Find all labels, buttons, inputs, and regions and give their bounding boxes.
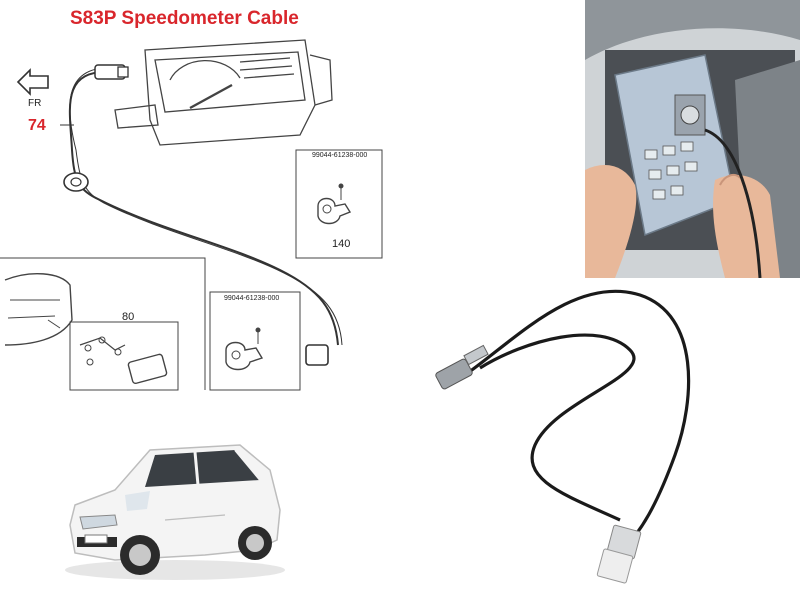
clip-detail-box-lower — [209, 291, 301, 391]
part-number-cable: 74 — [28, 117, 46, 134]
speedometer-cable-icon — [435, 289, 691, 584]
part-number-harness: 80 — [122, 311, 135, 323]
hatchback-car-icon — [65, 444, 285, 580]
speedometer-cable-drawing — [60, 64, 343, 366]
diagram-title: S83P Speedometer Cable — [70, 8, 299, 29]
cable-connector-top — [435, 344, 489, 390]
clip-detail-box — [295, 149, 383, 259]
install-photo — [585, 0, 800, 278]
car-photo — [55, 425, 295, 585]
part-code-clip-lower: 99044-61238-000 — [224, 295, 280, 302]
cable-connector-bottom — [596, 524, 642, 584]
fr-label: FR — [28, 98, 42, 109]
diagram-line-art — [0, 39, 383, 391]
harness-detail-box — [0, 257, 206, 391]
front-arrow-icon — [16, 68, 49, 96]
install-illustration — [585, 0, 800, 278]
instrument-cluster-drawing — [114, 39, 333, 146]
part-number-clip: 140 — [332, 238, 351, 250]
parts-diagram: S83P Speedometer Cable — [0, 0, 385, 395]
cable-product-photo — [425, 280, 725, 595]
part-code-clip: 99044-61238-000 — [312, 152, 368, 159]
